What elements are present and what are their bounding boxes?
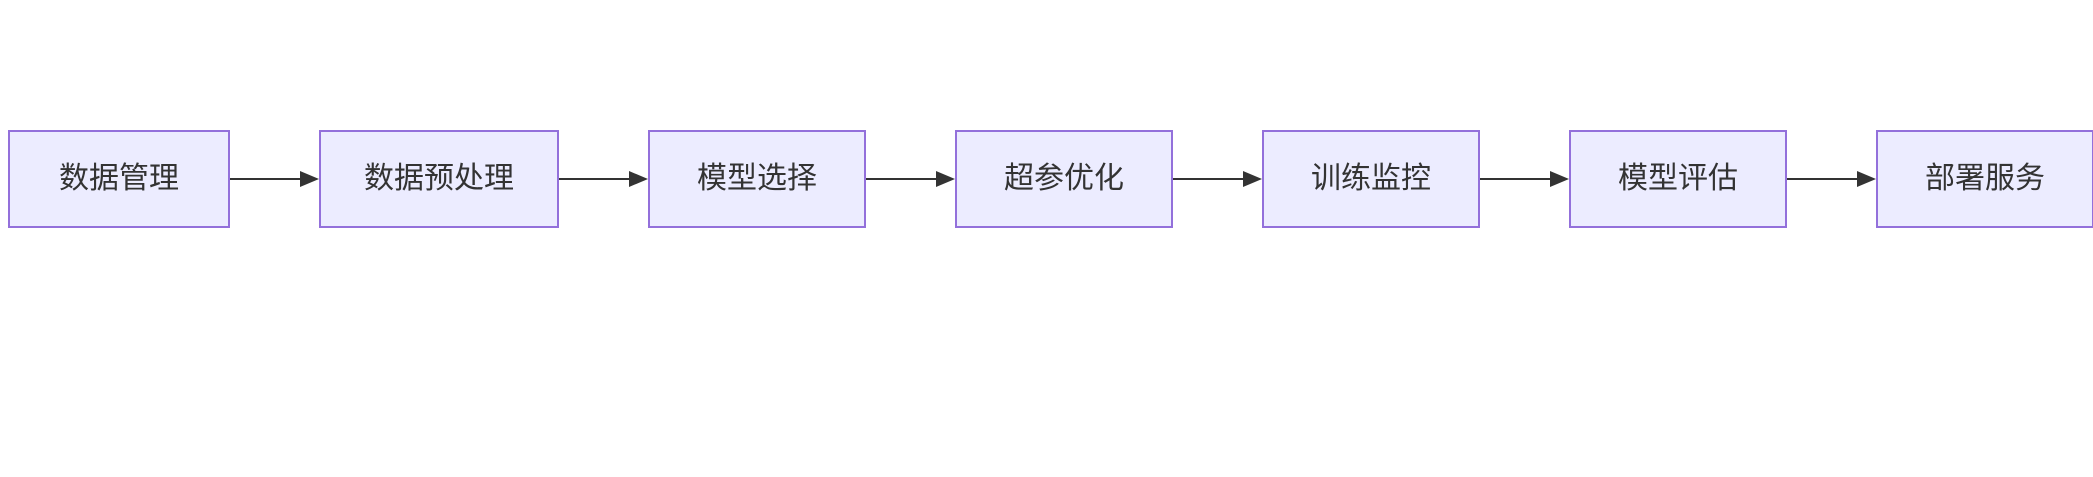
- arrow-head-icon: [300, 171, 319, 187]
- flow-arrow: [559, 130, 648, 228]
- arrow-head-icon: [936, 171, 955, 187]
- arrow-head-icon: [1857, 171, 1876, 187]
- flow-node-label: 部署服务: [1925, 162, 2045, 195]
- flow-node-label: 数据预处理: [364, 162, 514, 195]
- flow-node-training-monitoring: 训练监控: [1262, 130, 1480, 228]
- flow-arrow: [1173, 130, 1262, 228]
- arrow-head-icon: [1550, 171, 1569, 187]
- flow-arrow: [230, 130, 319, 228]
- flow-node-label: 超参优化: [1004, 162, 1124, 195]
- flow-node-label: 模型选择: [697, 162, 817, 195]
- flow-arrow: [1480, 130, 1569, 228]
- flow-node-model-evaluation: 模型评估: [1569, 130, 1787, 228]
- arrow-head-icon: [629, 171, 648, 187]
- flow-node-model-selection: 模型选择: [648, 130, 866, 228]
- arrow-line: [230, 178, 300, 180]
- flow-node-data-preprocessing: 数据预处理: [319, 130, 559, 228]
- flow-node-label: 训练监控: [1311, 162, 1431, 195]
- flow-node-deployment-service: 部署服务: [1876, 130, 2093, 228]
- arrow-line: [1480, 178, 1550, 180]
- flow-node-hyperparameter-tuning: 超参优化: [955, 130, 1173, 228]
- arrow-line: [866, 178, 936, 180]
- flow-node-label: 模型评估: [1618, 162, 1738, 195]
- arrow-line: [1787, 178, 1857, 180]
- arrow-head-icon: [1243, 171, 1262, 187]
- flow-arrow: [866, 130, 955, 228]
- flow-node-data-management: 数据管理: [8, 130, 230, 228]
- arrow-line: [559, 178, 629, 180]
- flow-arrow: [1787, 130, 1876, 228]
- flow-node-label: 数据管理: [59, 162, 179, 195]
- arrow-line: [1173, 178, 1243, 180]
- flowchart-row: 数据管理 数据预处理 模型选择 超参优化 训练监控: [8, 130, 2093, 228]
